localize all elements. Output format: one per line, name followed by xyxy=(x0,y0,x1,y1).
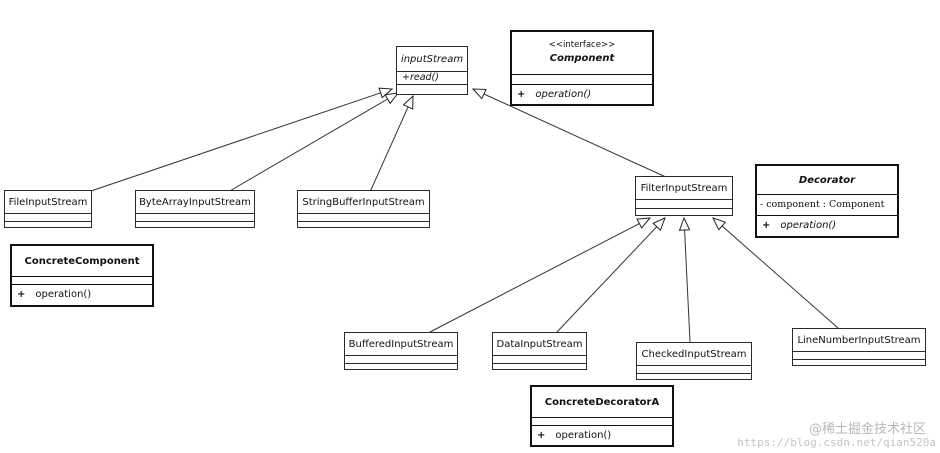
edge-stringbuffer-to-input xyxy=(369,96,413,193)
method-operation: operation() xyxy=(535,88,592,100)
class-data-input-stream: DataInputStream xyxy=(492,332,587,370)
edge-linenumber-to-filter xyxy=(713,218,839,329)
method-operation: operation() xyxy=(555,429,612,441)
attribute-component: - component : Component xyxy=(760,199,885,210)
class-byte-array-input-stream: ByteArrayInputStream xyxy=(135,190,255,228)
class-concrete-decorator-a: ConcreteDecoratorA + operation() xyxy=(530,385,674,447)
class-component: <<interface>> Component + operation() xyxy=(510,30,654,106)
class-name: inputStream xyxy=(400,53,464,65)
class-line-number-input-stream: LineNumberInputStream xyxy=(792,328,926,366)
class-name: LineNumberInputStream xyxy=(797,334,921,346)
method-read: +read() xyxy=(402,72,439,83)
edge-bytearray-to-input xyxy=(227,93,398,193)
watermark-url: https://blog.csdn.net/qian520a xyxy=(737,436,936,449)
public-marker: + xyxy=(762,220,771,231)
method-operation: operation() xyxy=(35,289,92,300)
class-filter-input-stream: FilterInputStream xyxy=(635,176,733,216)
class-name: DataInputStream xyxy=(496,338,583,350)
class-name: ByteArrayInputStream xyxy=(139,196,251,208)
class-name: StringBufferInputStream xyxy=(302,196,425,208)
class-concrete-component: ConcreteComponent + operation() xyxy=(10,244,154,307)
class-name: ConcreteComponent xyxy=(24,255,140,267)
class-name: BufferedInputStream xyxy=(348,338,454,350)
public-marker: + xyxy=(537,429,546,441)
class-buffered-input-stream: BufferedInputStream xyxy=(344,332,458,370)
class-name: FilterInputStream xyxy=(640,182,728,194)
edge-checked-to-filter xyxy=(684,218,691,343)
class-name: ConcreteDecoratorA xyxy=(544,396,660,408)
class-name: Component xyxy=(549,53,615,64)
public-marker: + xyxy=(17,289,26,300)
class-string-buffer-input-stream: StringBufferInputStream xyxy=(297,190,430,228)
class-name: CheckedInputStream xyxy=(641,348,747,360)
class-decorator: Decorator - component : Component + opera… xyxy=(755,164,899,238)
class-name: Decorator xyxy=(798,174,856,186)
public-marker: + xyxy=(517,88,526,100)
class-input-stream: inputStream +read() xyxy=(396,46,468,95)
class-file-input-stream: FileInputStream xyxy=(4,190,92,228)
stereotype-label: <<interface>> xyxy=(548,40,616,50)
class-name: FileInputStream xyxy=(8,196,88,208)
edge-file-to-input xyxy=(87,89,392,193)
edge-data-to-filter xyxy=(556,218,665,333)
watermark-site: @稀土掘金技术社区 xyxy=(808,422,926,437)
edge-buffered-to-filter xyxy=(429,218,650,333)
class-checked-input-stream: CheckedInputStream xyxy=(636,342,752,380)
edge-filter-to-input xyxy=(473,89,669,179)
method-operation: operation() xyxy=(780,220,837,231)
